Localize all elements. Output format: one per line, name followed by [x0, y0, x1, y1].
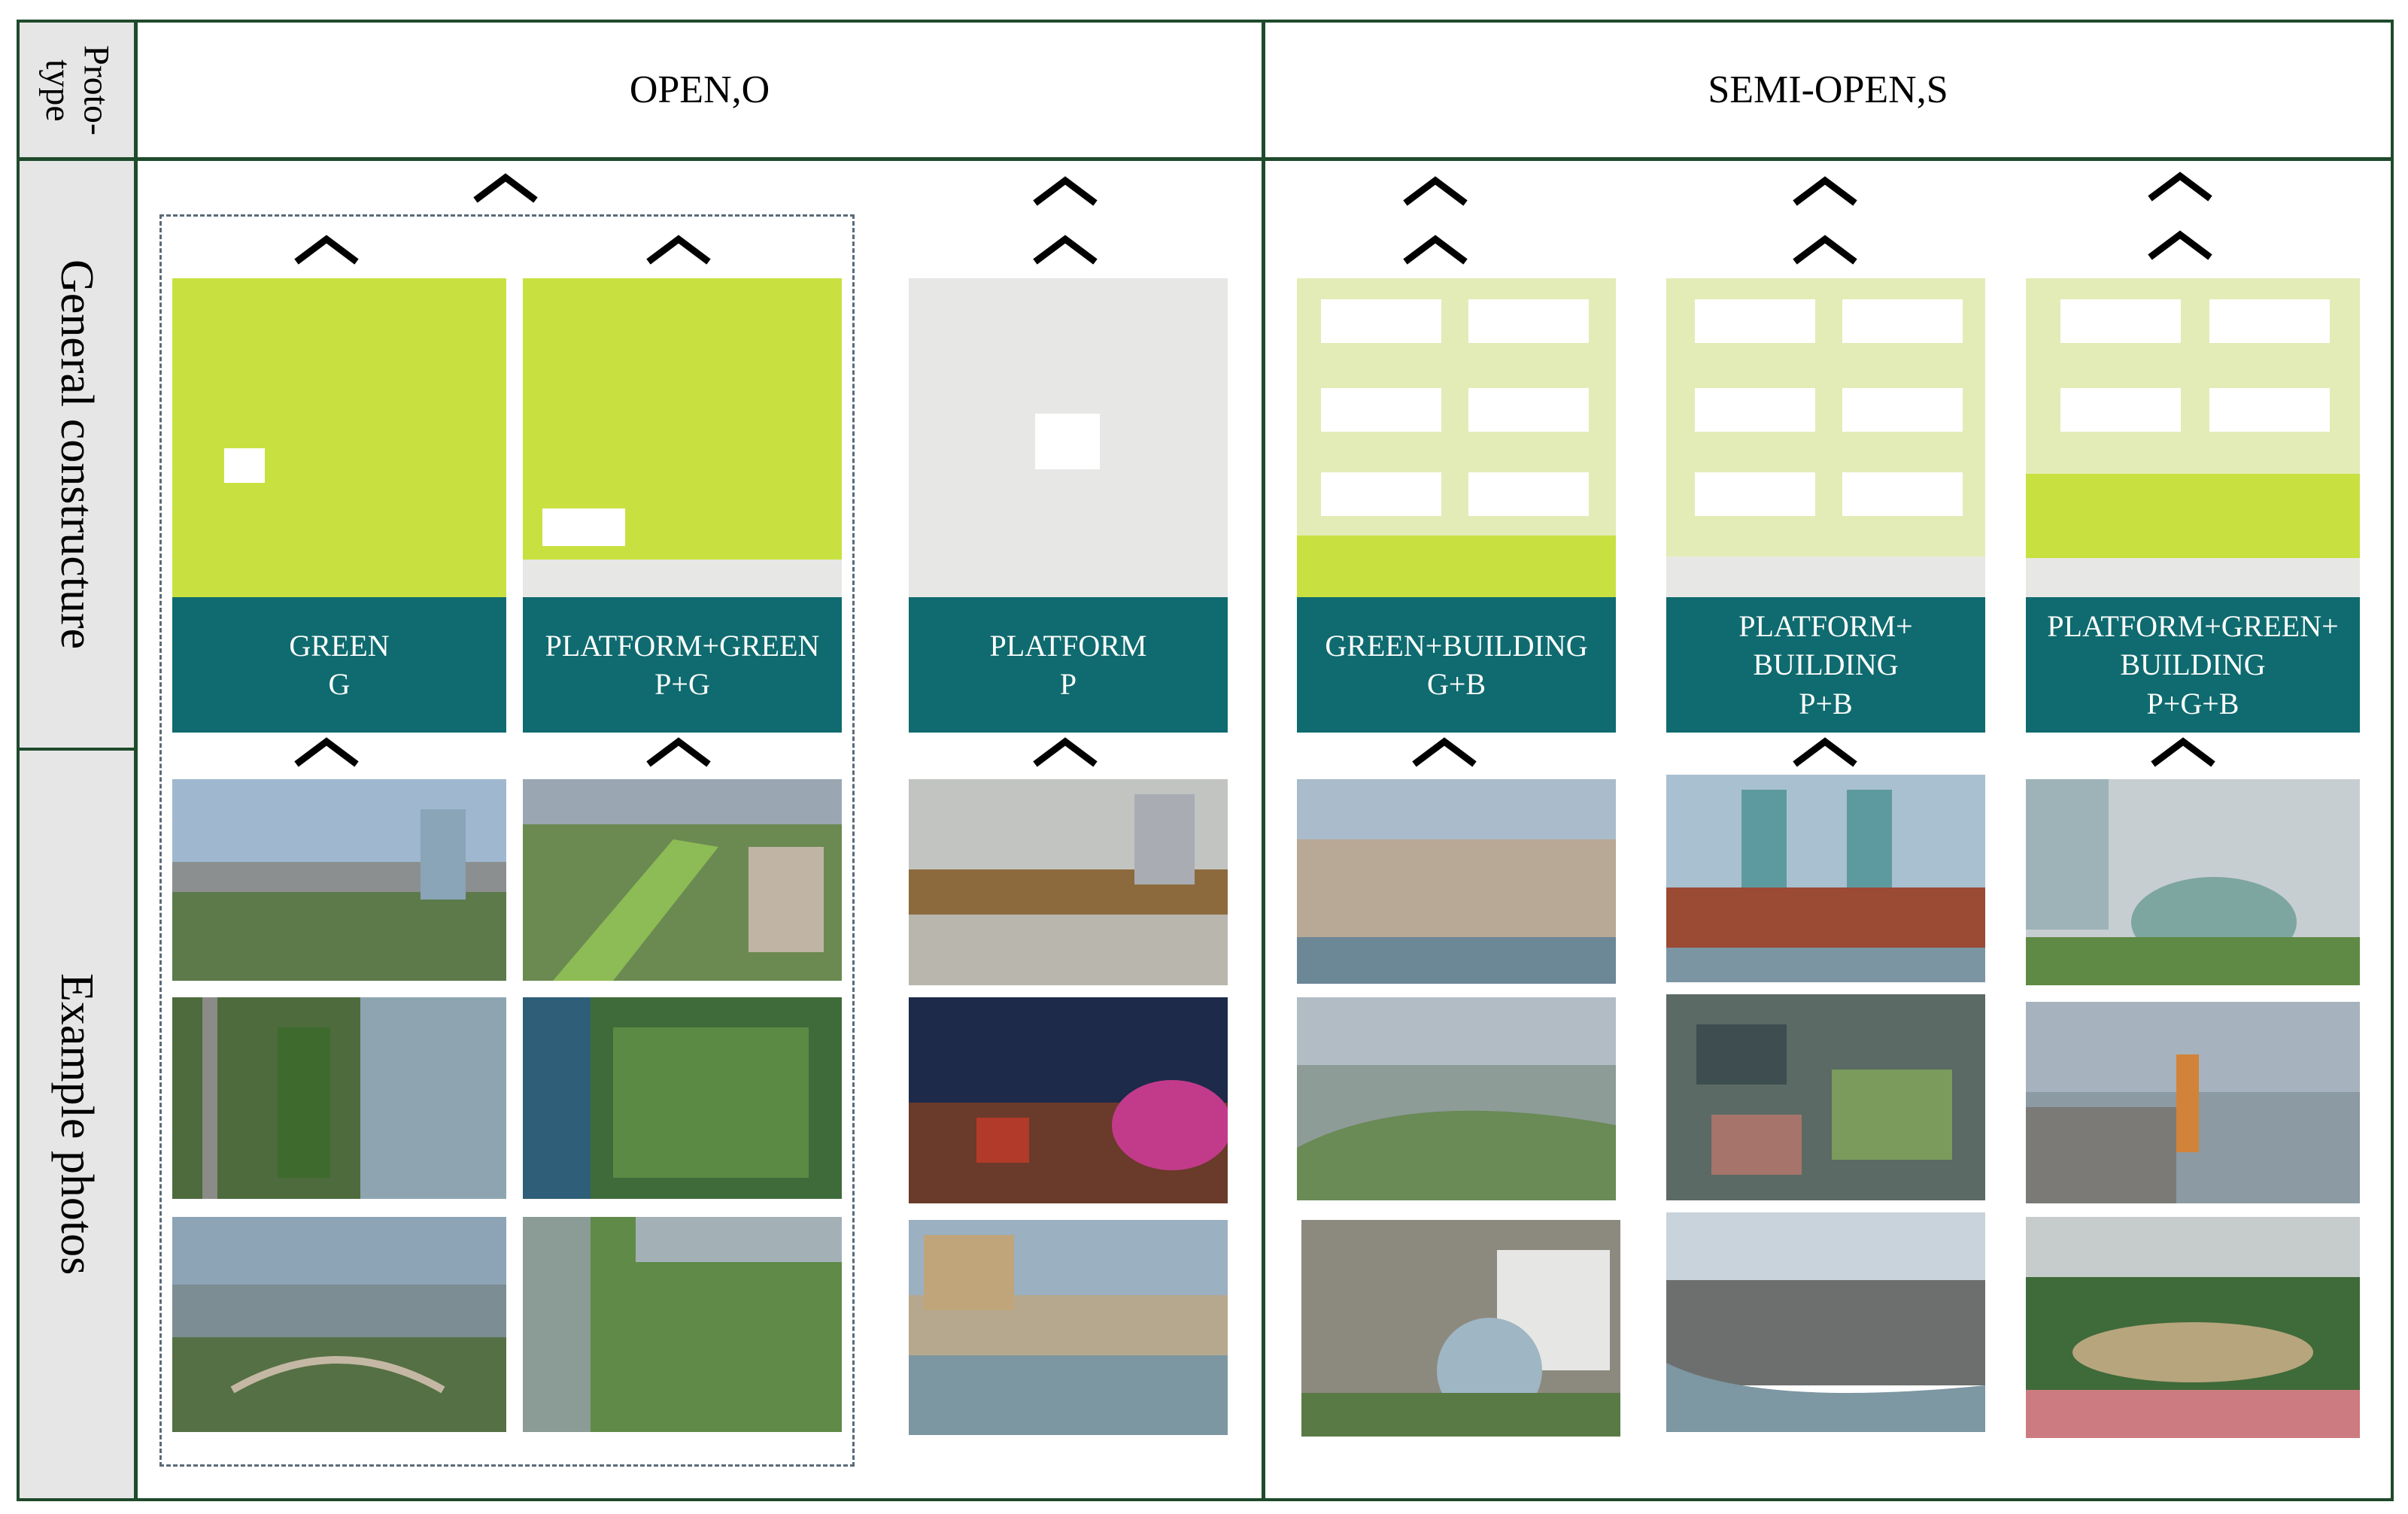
chevron-up-icon [646, 737, 711, 767]
example-photo [523, 997, 842, 1199]
chevron-up-icon [1033, 737, 1098, 767]
label-line1: PLATFORM [989, 628, 1147, 663]
building-block [2060, 299, 2181, 343]
diagram-platform-building [1666, 278, 1985, 597]
label-line2: G+B [1426, 667, 1486, 701]
label-box-green: GREEN G [172, 597, 506, 733]
example-photo [1297, 779, 1616, 984]
diagram-platform-green-building [2026, 278, 2360, 597]
label-line2: BUILDING [2120, 648, 2266, 682]
prototype-label: Proto- type [38, 45, 117, 135]
example-photo [2026, 1002, 2360, 1203]
building-block [2209, 299, 2330, 343]
chevron-up-icon [1033, 235, 1098, 265]
divider-open-semiopen [1262, 20, 1265, 1501]
chevron-up-icon [1033, 176, 1098, 206]
building-block [1695, 299, 1815, 343]
example-photo [1301, 1220, 1620, 1437]
green-layer [2026, 474, 2360, 558]
building-block [1468, 388, 1589, 432]
label-line2: P [1059, 667, 1077, 701]
example-photo [2026, 1217, 2360, 1438]
building-block [1321, 299, 1441, 343]
open-group-dashed-box [159, 214, 855, 1467]
header-semi-open: SEMI-OPEN,S [1708, 68, 1948, 111]
divider-header-row [17, 157, 2394, 161]
chevron-up-icon [294, 235, 359, 265]
small-element [1035, 414, 1100, 469]
example-photos-label: Example photos [51, 973, 102, 1276]
label-line2: G [328, 667, 351, 701]
divider-label-column [134, 20, 138, 1501]
building-block [1842, 388, 1963, 432]
chevron-up-icon [473, 173, 538, 203]
example-photo [909, 1220, 1228, 1435]
general-constructure-label: General constructure [51, 259, 102, 650]
table-frame [17, 20, 2394, 1501]
chevron-up-icon [2148, 230, 2212, 260]
chevron-up-icon [1403, 176, 1468, 206]
chevron-up-icon [646, 235, 711, 265]
example-photo [909, 779, 1228, 985]
label-box-green-building: GREEN+BUILDING G+B [1297, 597, 1616, 733]
example-photo [909, 997, 1228, 1203]
diagram-green [172, 278, 506, 597]
example-photo [1666, 775, 1985, 982]
chevron-up-icon [294, 737, 359, 767]
label-line1: PLATFORM+ [1738, 609, 1913, 644]
small-element [224, 448, 265, 483]
green-layer [1297, 536, 1616, 597]
building-block [1321, 472, 1441, 516]
diagram-platform [909, 278, 1228, 597]
diagram-green-building [1297, 278, 1616, 597]
label-line2: BUILDING [1753, 648, 1899, 682]
example-photo [172, 997, 506, 1199]
building-block [1321, 388, 1441, 432]
label-box-platform: PLATFORM P [909, 597, 1228, 733]
header-open: OPEN,O [629, 68, 770, 111]
chevron-up-icon [1412, 737, 1477, 767]
example-photo [1666, 1212, 1985, 1432]
chevron-up-icon [1403, 235, 1468, 265]
label-box-platform-building: PLATFORM+ BUILDING P+B [1666, 597, 1985, 733]
chevron-up-icon [1793, 176, 1857, 206]
label-line2: P+G [654, 667, 710, 701]
label-line1: PLATFORM+GREEN+ [2047, 609, 2339, 644]
example-photo [1297, 997, 1616, 1200]
example-photo [2026, 779, 2360, 985]
chevron-up-icon [2151, 737, 2215, 767]
building-block [1468, 472, 1589, 516]
building-block [2209, 388, 2330, 432]
example-photo [523, 1217, 842, 1432]
row-label-general: General constructure [20, 161, 134, 748]
row-label-example: Example photos [20, 751, 134, 1498]
building-block [1695, 388, 1815, 432]
example-photo [172, 779, 506, 981]
divider-label-rows [17, 748, 137, 751]
label-box-platform-green: PLATFORM+GREEN P+G [523, 597, 842, 733]
chevron-up-icon [2148, 171, 2212, 202]
building-block [1468, 299, 1589, 343]
row-label-prototype: Proto- type [20, 23, 134, 158]
chevron-up-icon [1793, 737, 1857, 767]
chevron-up-icon [1793, 235, 1857, 265]
diagram-platform-green [523, 278, 842, 597]
label-line1: GREEN [289, 628, 390, 663]
label-box-platform-green-building: PLATFORM+GREEN+ BUILDING P+G+B [2026, 597, 2360, 733]
label-line3: P+B [1799, 686, 1853, 721]
example-photo [1666, 994, 1985, 1200]
building-block [1842, 299, 1963, 343]
building-block [1695, 472, 1815, 516]
label-line1: GREEN+BUILDING [1325, 628, 1588, 663]
small-element [542, 508, 625, 546]
label-line1: PLATFORM+GREEN [545, 628, 820, 663]
example-photo [172, 1217, 506, 1432]
example-photo [523, 779, 842, 981]
building-block [2060, 388, 2181, 432]
label-line3: P+G+B [2146, 686, 2239, 721]
building-block [1842, 472, 1963, 516]
